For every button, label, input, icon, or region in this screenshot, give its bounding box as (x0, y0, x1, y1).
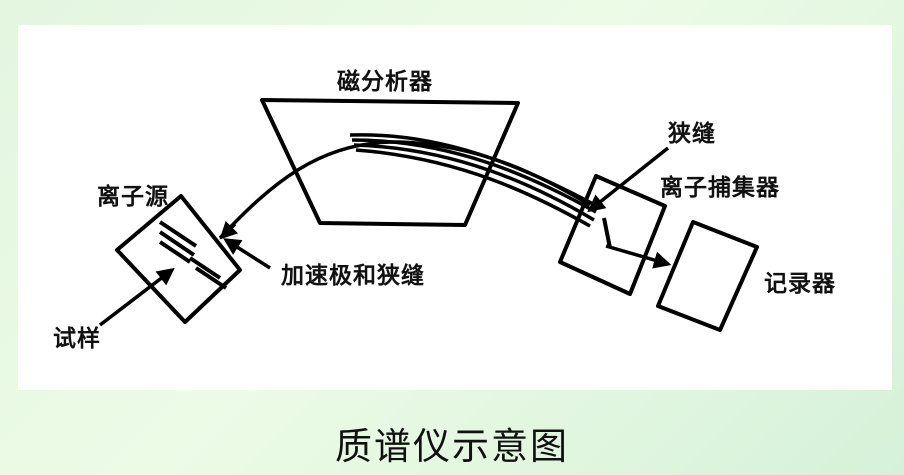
accelerator-slit-label: 加速极和狭缝 (281, 263, 425, 289)
beam-arrow (219, 220, 239, 240)
sample-pointer-arrow (98, 267, 175, 327)
recorder-label: 记录器 (764, 271, 836, 297)
slit-pointer-arrow (587, 146, 670, 213)
ion-beams (218, 133, 597, 240)
ion-source-label: 离子源 (97, 184, 169, 210)
magnetic-analyzer-label: 磁分析器 (337, 69, 433, 95)
sample-label: 试样 (53, 326, 101, 352)
accelerator-pointer-arrow (223, 238, 271, 270)
recorder-box (656, 220, 759, 332)
figure-caption: 质谱仪示意图 (335, 425, 569, 468)
accelerator-plates (158, 220, 228, 290)
collector-to-recorder-arrow (605, 244, 672, 269)
ion-collector-box (558, 174, 667, 296)
slit-label: 狭缝 (668, 121, 716, 147)
diagram-panel (18, 25, 892, 390)
ion-collector-label: 离子捕集器 (660, 175, 780, 201)
collector-slit-mark (602, 217, 612, 249)
magnetic-analyzer-shape (260, 98, 520, 227)
ion-source-box (115, 194, 242, 324)
